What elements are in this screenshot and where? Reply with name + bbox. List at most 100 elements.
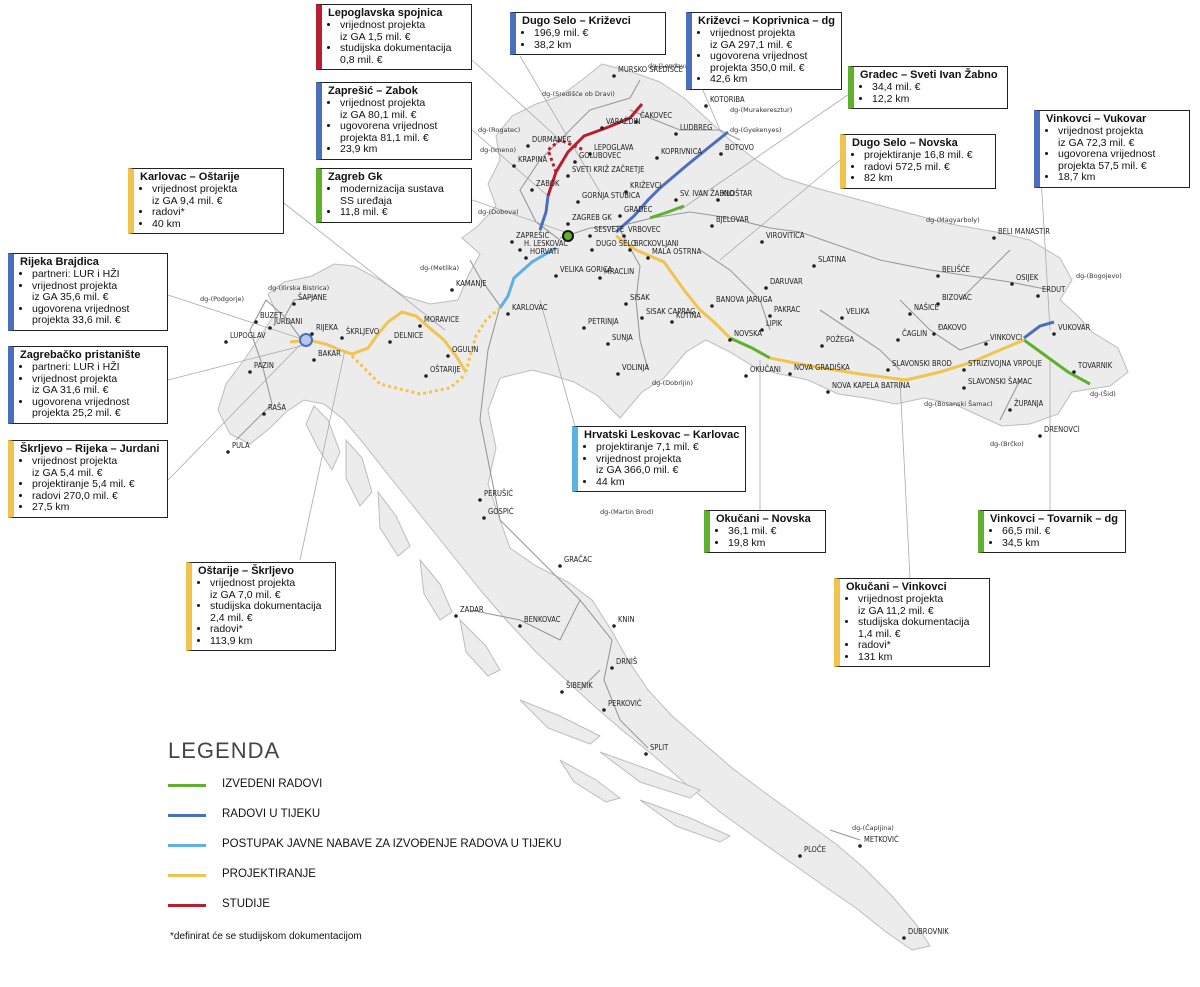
callout-bullet: vrijednost projekta iz GA 72,3 mil. €: [1058, 125, 1183, 149]
callout-bullet: radovi*: [210, 623, 329, 636]
callout-bullet: vrijednost projekta iz GA 11,2 mil. €: [858, 593, 983, 617]
callout-rijeka-brajdica: Rijeka Brajdicapartneri: LUR i HŽIvrijed…: [8, 253, 168, 331]
callout-dugo-selo-novska: Dugo Selo – Novskaprojektiranje 16,8 mil…: [840, 134, 996, 189]
city-label-ludbreg: LUDBREG: [680, 123, 712, 132]
legend-label: IZVEDENI RADOVI: [222, 778, 323, 790]
city-label-tovarnik: TOVARNIK: [1077, 361, 1113, 370]
borders-layer: dg-(Lendava)dg-(Središće ob Dravi)dg-(Mu…: [200, 62, 1122, 832]
callout-krizevci-koprivnica-dg: Križevci – Koprivnica – dgvrijednost pro…: [686, 12, 842, 90]
city-label-vrbovec: VRBOVEC: [628, 225, 661, 234]
route-lepoglavska-dotted: [546, 138, 585, 173]
city-dot-ostarije: [424, 374, 428, 378]
city-label-zupanja: ŽUPANJA: [1014, 399, 1044, 408]
rail-network: [235, 79, 1051, 841]
legend-item-radovi-u-tijeku: RADOVI U TIJEKU: [168, 808, 320, 838]
city-dot-rijeka: [310, 332, 314, 336]
callout-vinkovci-tovarnik-dg: Vinkovci – Tovarnik – dg66,5 mil. €34,5 …: [978, 510, 1126, 553]
callout-title: Karlovac – Oštarije: [140, 171, 240, 183]
city-dot-knin: [612, 624, 616, 628]
legend-swatch: [168, 904, 206, 907]
city-label-perusic: PERUŠIĆ: [484, 489, 513, 498]
callout-bullets: vrijednost projekta iz GA 72,3 mil. €ugo…: [1046, 125, 1183, 184]
callout-bullets: projektiranje 16,8 mil. €radovi 572,5 mi…: [852, 149, 989, 185]
city-label-metkovic: METKOVIĆ: [864, 835, 899, 844]
route-radovi: [538, 130, 1055, 340]
city-dot-lepoglava: [588, 152, 592, 156]
callout-bullet: 19,8 km: [728, 537, 819, 550]
city-dot-krizevci: [624, 190, 628, 194]
callout-bullet: 36,1 mil. €: [728, 525, 819, 538]
city-label-caglin: ČAGLIN: [902, 329, 927, 338]
city-label-erdut: ERDUT: [1042, 285, 1066, 294]
callout-okucani-vinkovci: Okučani – Vinkovcivrijednost projekta iz…: [834, 578, 990, 667]
city-dot-bizovac: [936, 302, 940, 306]
city-dot-pazin: [248, 370, 252, 374]
city-dot-durmanec: [526, 144, 530, 148]
city-dot-horvati: [524, 256, 528, 260]
city-dot-caglin: [896, 338, 900, 342]
city-label-klostar: KLOŠTAR: [722, 189, 753, 198]
city-dot-sveti-kriz-zacretje: [566, 174, 570, 178]
city-dot-pozega: [820, 344, 824, 348]
city-dot-skrljevo: [340, 336, 344, 340]
city-label-lipik: LIPIK: [766, 319, 783, 328]
city-dot-nova-kapela-batrina: [826, 390, 830, 394]
route-ostarije-skrljevo: [339, 310, 468, 373]
callout-bullets: 34,4 mil. €12,2 km: [860, 81, 1001, 105]
callout-title: Gradec – Sveti Ivan Žabno: [860, 69, 998, 81]
city-dot-perusic: [478, 498, 482, 502]
callout-bullet: projektiranje 5,4 mil. €: [32, 478, 161, 491]
callout-bullet: 23,9 km: [340, 143, 465, 156]
border-crossing-dg-rogatec: dg-(Rogatec): [478, 126, 520, 134]
city-dot-mursko-sredisce: [612, 74, 616, 78]
legend-swatch: [168, 784, 206, 787]
city-dot-daruvar: [764, 286, 768, 290]
callout-title: Oštarije – Škrljevo: [198, 565, 294, 577]
city-dot-gradec: [618, 214, 622, 218]
route-gradec-zabno: [649, 204, 685, 220]
city-label-ploce: PLOČE: [804, 845, 826, 854]
footnote: *definirat će se studijskom dokumentacij…: [170, 931, 362, 942]
legend-item-projektiranje: PROJEKTIRANJE: [168, 868, 316, 898]
city-label-drnis: DRNIŠ: [616, 657, 637, 666]
callout-bullet: projektiranje 7,1 mil. €: [596, 441, 739, 454]
callout-okucani-novska: Okučani – Novska36,1 mil. €19,8 km: [704, 510, 826, 553]
city-label-krizevci: KRIŽEVCI: [630, 181, 661, 190]
city-label-split: SPLIT: [650, 743, 669, 752]
city-dot-lipik: [760, 328, 764, 332]
route-zapresic-zabok: [538, 195, 550, 231]
callout-bullets: partneri: LUR i HŽIvrijednost projekta i…: [20, 268, 161, 327]
city-label-zadar: ZADAR: [460, 605, 484, 614]
city-dot-ogulin: [446, 354, 450, 358]
callout-bullet: 131 km: [858, 651, 983, 664]
city-dot-sv-ivan-zabno: [674, 198, 678, 202]
city-dot-zadar: [454, 614, 458, 618]
city-dot-dubrovnik: [902, 936, 906, 940]
callout-lepoglavska-spojnica: Lepoglavska spojnicavrijednost projekta …: [316, 4, 472, 70]
callout-bullet: ugovorena vrijednost projekta 350,0 mil.…: [710, 50, 835, 74]
city-label-pozega: POŽEGA: [826, 335, 854, 344]
city-dot-sisak-caprag: [640, 316, 644, 320]
callout-bullets: vrijednost projekta iz GA 9,4 mil. €rado…: [140, 183, 277, 230]
city-label-mala-ostrna: MALA OSTRNA: [652, 247, 702, 256]
city-dot-perkovic: [602, 708, 606, 712]
legend-label: POSTUPAK JAVNE NABAVE ZA IZVOĐENJE RADOV…: [222, 838, 562, 850]
city-dot-vukovar: [1052, 332, 1056, 336]
city-label-horvati: HORVATI: [530, 247, 559, 256]
callout-bullet: vrijednost projekta iz GA 9,4 mil. €: [152, 183, 277, 207]
callout-bullets: 36,1 mil. €19,8 km: [716, 525, 819, 550]
legend-label: STUDIJE: [222, 898, 270, 910]
callout-bullet: vrijednost projekta iz GA 297,1 mil. €: [710, 27, 835, 51]
city-dot-virovitica: [760, 240, 764, 244]
callout-title: Hrvatski Leskovac – Karlovac: [584, 429, 740, 441]
city-label-benkovac: BENKOVAC: [524, 615, 561, 624]
city-dot-benkovac: [518, 624, 522, 628]
legend-label: RADOVI U TIJEKU: [222, 808, 321, 820]
city-label-okucani: OKUČANI: [750, 365, 781, 374]
city-label-botovo: BOTOVO: [725, 143, 754, 152]
callout-title: Vinkovci – Vukovar: [1046, 113, 1147, 125]
city-dot-slatina: [812, 264, 816, 268]
city-dot-velika: [840, 316, 844, 320]
callout-title: Križevci – Koprivnica – dg: [698, 15, 835, 27]
city-label-moravice: MORAVICE: [424, 315, 459, 324]
